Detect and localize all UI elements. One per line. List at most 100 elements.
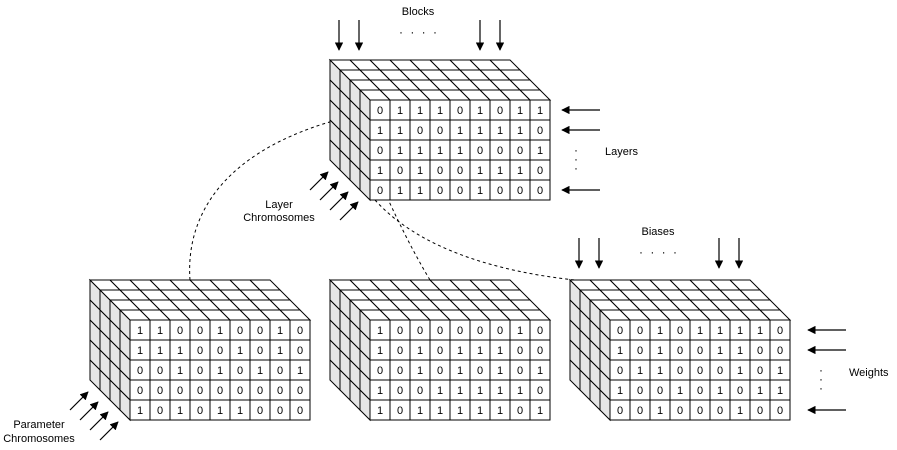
gene-value: 0 — [137, 365, 143, 377]
gene-value: 0 — [197, 385, 203, 397]
gene-value: 0 — [697, 345, 703, 357]
gene-value: 0 — [477, 325, 483, 337]
gene-value: 0 — [477, 145, 483, 157]
biases-arrows — [574, 238, 744, 269]
gene-value: 1 — [417, 405, 423, 417]
gene-value: 0 — [457, 325, 463, 337]
weights-label: Weights — [849, 367, 889, 379]
gene-value: 1 — [717, 325, 723, 337]
gene-value: 0 — [197, 365, 203, 377]
gene-value: 1 — [377, 125, 383, 137]
gene-value: 0 — [637, 405, 643, 417]
gene-value: 0 — [157, 385, 163, 397]
gene-value: 0 — [457, 105, 463, 117]
gene-value: 1 — [537, 145, 543, 157]
gene-value: 0 — [537, 385, 543, 397]
gene-value: 1 — [537, 365, 543, 377]
gene-value: 1 — [457, 405, 463, 417]
gene-value: 1 — [497, 345, 503, 357]
gene-value: 0 — [437, 125, 443, 137]
gene-value: 1 — [517, 125, 523, 137]
gene-value: 1 — [777, 365, 783, 377]
gene-value: 1 — [757, 325, 763, 337]
connector-to-layer-cube — [189, 111, 371, 281]
gene-value: 1 — [477, 125, 483, 137]
gene-value: 0 — [277, 365, 283, 377]
gene-value: 0 — [537, 185, 543, 197]
gene-value: 1 — [497, 165, 503, 177]
gene-value: 1 — [417, 345, 423, 357]
gene-value: 0 — [617, 365, 623, 377]
gene-value: 1 — [297, 365, 303, 377]
gene-value: 1 — [757, 385, 763, 397]
gene-value: 1 — [397, 145, 403, 157]
layers-label: Layers — [605, 146, 639, 158]
gene-value: 1 — [417, 165, 423, 177]
gene-value: 0 — [617, 405, 623, 417]
gene-value: 1 — [617, 345, 623, 357]
biases-label: Biases — [641, 226, 675, 238]
gene-value: 0 — [297, 385, 303, 397]
gene-value: 1 — [377, 165, 383, 177]
layer-chromosomes-label-line2: Chromosomes — [243, 212, 315, 224]
gene-value: 0 — [757, 345, 763, 357]
blocks-label: Blocks — [402, 6, 435, 18]
gene-value: 1 — [457, 385, 463, 397]
gene-value: 0 — [397, 405, 403, 417]
connector-to-weights-cube — [374, 199, 576, 281]
gene-value: 1 — [157, 325, 163, 337]
gene-value: 0 — [257, 385, 263, 397]
gene-value: 0 — [777, 325, 783, 337]
gene-value: 1 — [257, 365, 263, 377]
gene-value: 0 — [397, 325, 403, 337]
gene-value: 0 — [257, 345, 263, 357]
gene-value: 0 — [617, 325, 623, 337]
gene-value: 0 — [697, 365, 703, 377]
gene-value: 0 — [757, 405, 763, 417]
gene-value: 1 — [217, 405, 223, 417]
gene-value: 0 — [137, 385, 143, 397]
gene-value: 1 — [477, 345, 483, 357]
gene-value: 0 — [497, 105, 503, 117]
gene-value: 0 — [377, 145, 383, 157]
gene-value: 0 — [397, 345, 403, 357]
gene-value: 0 — [737, 385, 743, 397]
gene-value: 1 — [657, 325, 663, 337]
gene-value: 1 — [717, 345, 723, 357]
gene-value: 1 — [477, 165, 483, 177]
gene-value: 0 — [717, 365, 723, 377]
biases-ellipsis: · · · · — [639, 245, 679, 259]
gene-value: 0 — [217, 385, 223, 397]
gene-value: 1 — [657, 345, 663, 357]
gene-value: 1 — [137, 405, 143, 417]
gene-value: 1 — [417, 185, 423, 197]
gene-value: 0 — [537, 125, 543, 137]
layers-ellipsis-2: · — [574, 152, 580, 166]
gene-value: 1 — [457, 145, 463, 157]
gene-value: 1 — [177, 405, 183, 417]
gene-value: 0 — [197, 345, 203, 357]
gene-value: 1 — [477, 105, 483, 117]
gene-value: 0 — [217, 345, 223, 357]
gene-cell — [529, 179, 551, 201]
gene-value: 0 — [177, 385, 183, 397]
gene-value: 0 — [517, 365, 523, 377]
layers-ellipsis-3: · — [574, 161, 580, 175]
gene-value: 0 — [237, 385, 243, 397]
gene-value: 1 — [277, 325, 283, 337]
gene-value: 0 — [717, 405, 723, 417]
weights-ellipsis-1: · — [819, 363, 825, 377]
gene-value: 0 — [377, 185, 383, 197]
gene-value: 1 — [737, 345, 743, 357]
gene-cell — [529, 399, 551, 421]
gene-value: 0 — [637, 345, 643, 357]
gene-value: 1 — [177, 345, 183, 357]
gene-value: 0 — [677, 325, 683, 337]
gene-value: 0 — [757, 365, 763, 377]
gene-value: 1 — [777, 385, 783, 397]
gene-value: 0 — [377, 365, 383, 377]
gene-value: 0 — [237, 365, 243, 377]
